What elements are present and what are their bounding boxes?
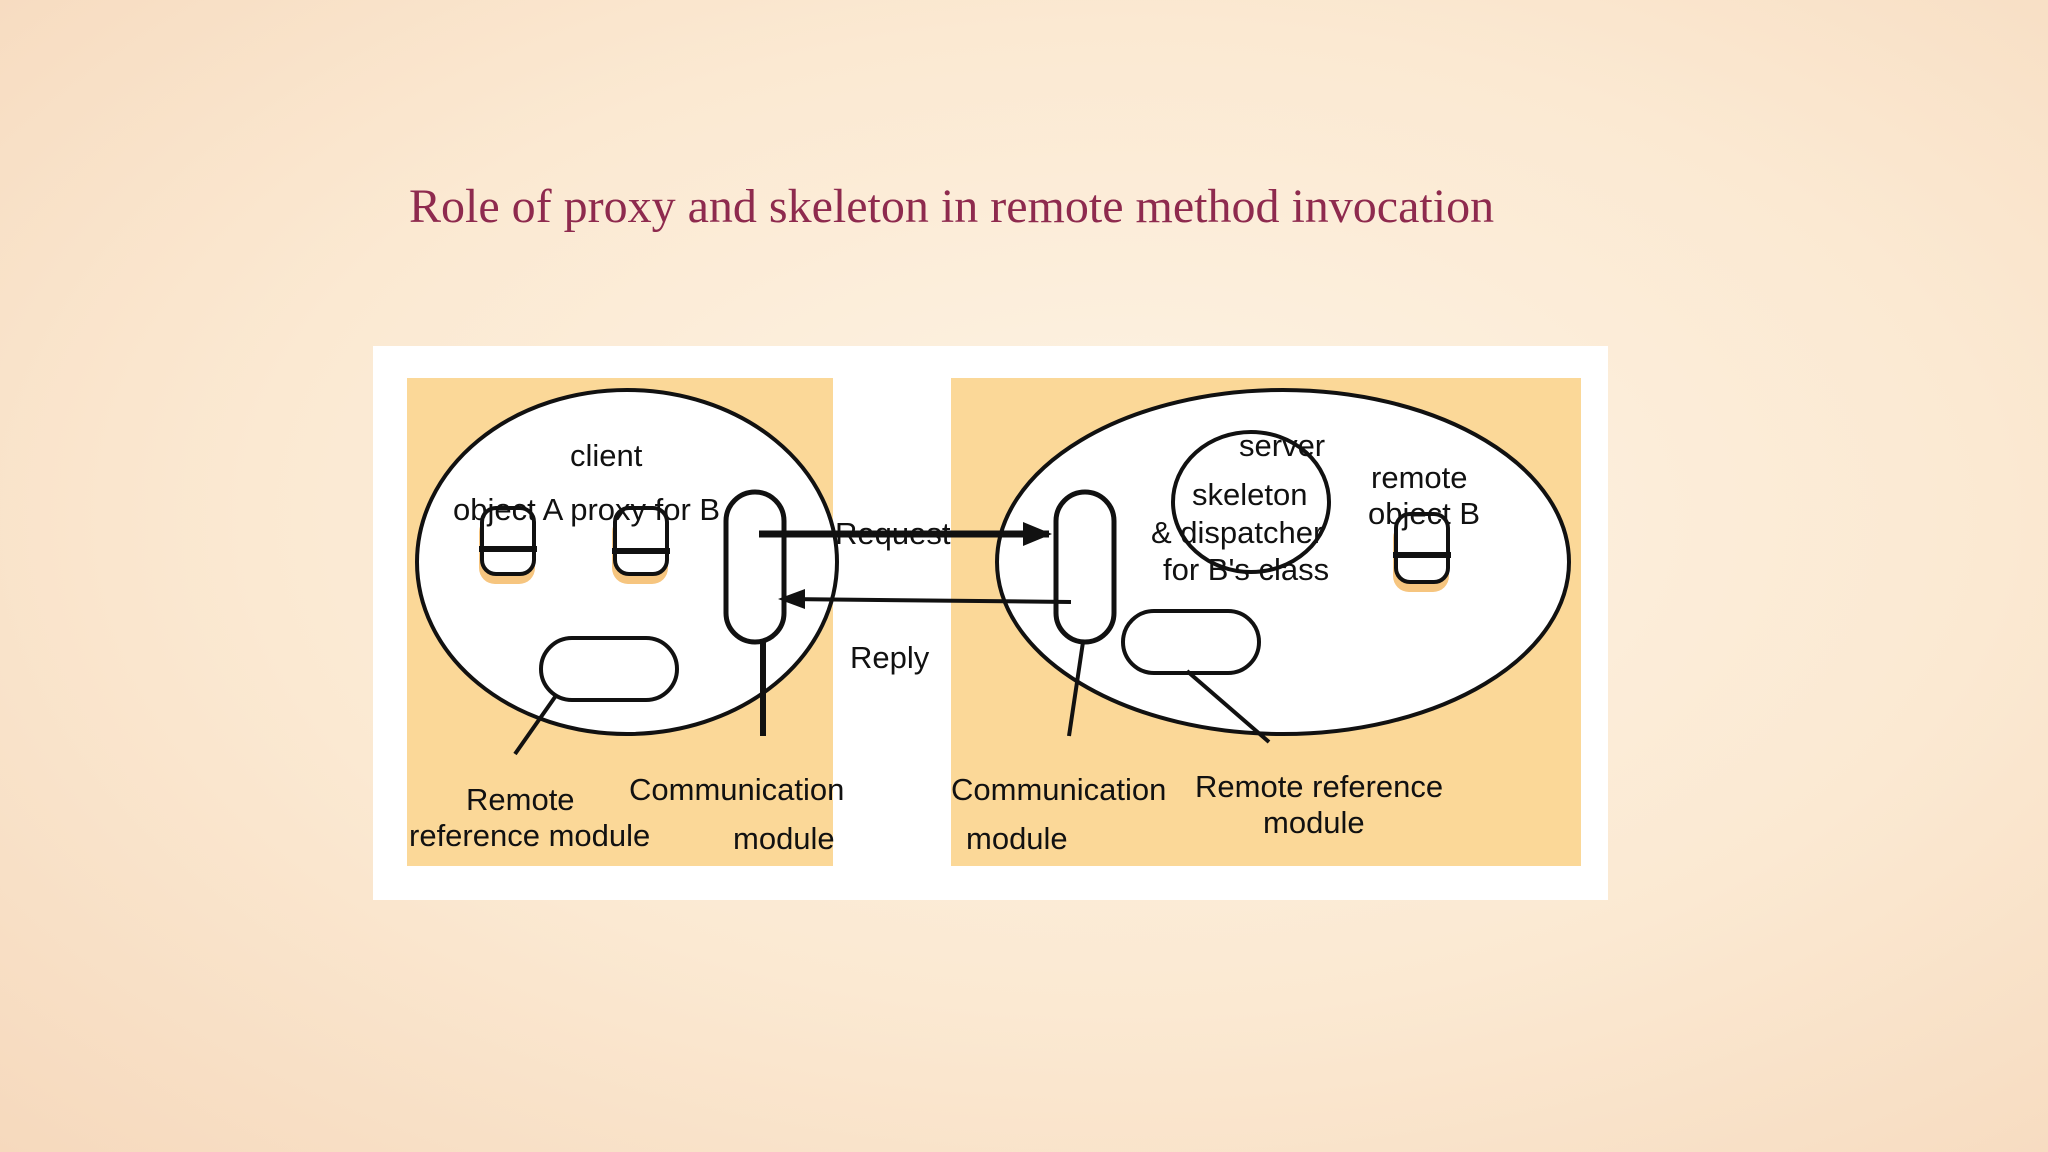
client-comm-label-1: Communication (629, 772, 844, 807)
reply-label: Reply (850, 640, 930, 675)
server-comm-label-1: Communication (951, 772, 1166, 807)
client-remote-ref-label-1: Remote (466, 782, 575, 817)
skeleton-label-3: for B's class (1163, 552, 1329, 587)
client-title: client (570, 438, 643, 473)
server-title: server (1239, 428, 1325, 463)
client-process: client object A proxy for B Remote refe (407, 378, 844, 866)
client-remote-ref-label-2: reference module (409, 818, 650, 853)
client-remote-ref-module (539, 636, 679, 702)
slide-title: Role of proxy and skeleton in remote met… (409, 180, 1495, 233)
skeleton-dispatcher (1171, 430, 1331, 574)
skeleton-label-1: skeleton (1192, 477, 1307, 512)
remote-object-label-2: object B (1368, 496, 1480, 531)
request-label: Request (835, 516, 951, 551)
remote-object-label-1: remote (1371, 460, 1467, 495)
skeleton-label-2: & dispatcher (1151, 515, 1323, 550)
client-objects-label: object A proxy for B (453, 492, 720, 527)
server-remote-ref-label-1: Remote reference (1195, 769, 1443, 804)
server-process: server skeleton & dispatcher for B's cla… (951, 378, 1581, 866)
object-a (479, 506, 537, 584)
server-remote-ref-label-2: module (1263, 805, 1365, 840)
server-remote-ref-module (1121, 609, 1261, 675)
client-comm-module (723, 489, 787, 645)
server-comm-label-2: module (966, 821, 1068, 856)
remote-object-b (1393, 512, 1451, 592)
client-comm-label-2: module (733, 821, 835, 856)
server-comm-module (1053, 489, 1117, 645)
rmi-diagram: client object A proxy for B Remote refe (373, 346, 1608, 900)
reply-arrow: Reply (778, 589, 1072, 675)
proxy-for-b (612, 506, 670, 584)
request-arrow: Request (759, 516, 1052, 551)
